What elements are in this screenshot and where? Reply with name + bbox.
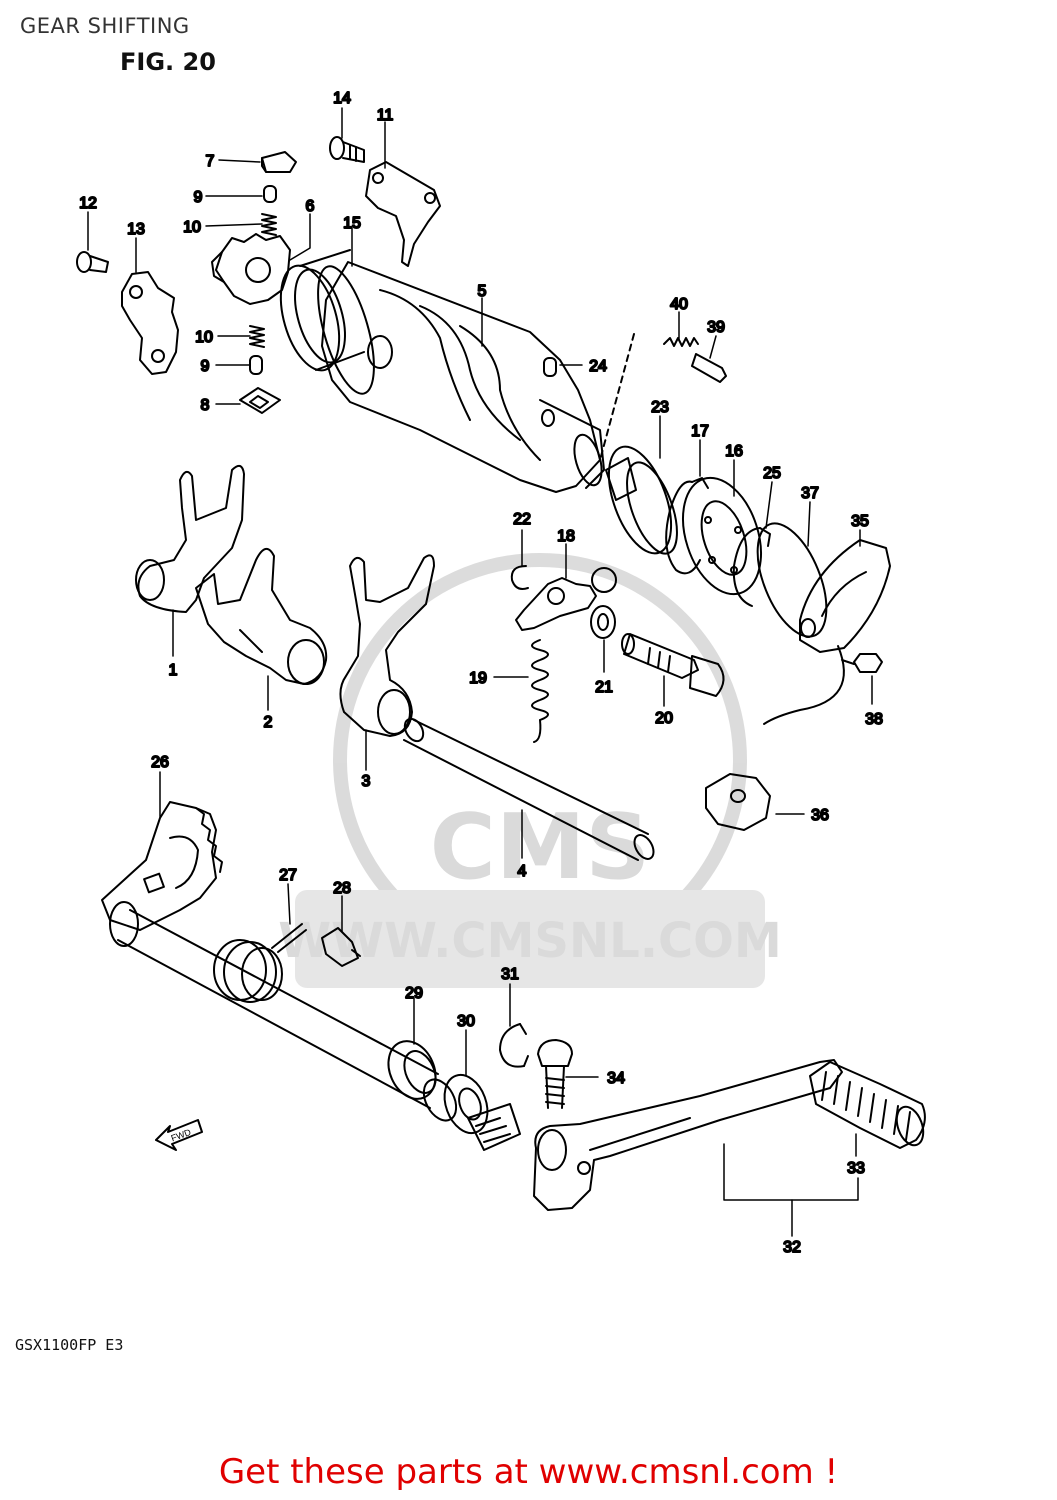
watermark-url-band: [295, 890, 765, 988]
part-21-washer: [590, 605, 616, 639]
part-39-plunger-pin: [691, 353, 727, 383]
part-1-shift-fork: [135, 464, 245, 613]
part-25-circlip: [732, 527, 771, 607]
callout-7: 7: [206, 153, 215, 170]
part-38-bolt: [841, 653, 883, 673]
callout-5: 5: [478, 283, 487, 300]
callout-35: 35: [851, 513, 869, 530]
watermark: CMS WWW.CMSNL.COM: [278, 553, 782, 988]
page-title: GEAR SHIFTING: [20, 14, 190, 38]
callout-25: 25: [763, 465, 781, 482]
part-17-circlip: [665, 477, 709, 575]
callout-9-lower: 9: [201, 358, 210, 375]
part-3-shift-fork: [339, 554, 435, 737]
part-11-stopper-plate: [365, 161, 441, 267]
part-32-gearshift-lever: [533, 1059, 843, 1211]
part-10-spring-lower: [249, 325, 265, 348]
callout-20: 20: [655, 710, 673, 727]
callout-12: 12: [79, 195, 97, 212]
model-code: GSX1100FP E3: [15, 1336, 124, 1354]
callout-23: 23: [651, 399, 669, 416]
callout-13: 13: [127, 221, 145, 238]
callout-19: 19: [469, 670, 487, 687]
callout-16: 16: [725, 443, 743, 460]
callout-3: 3: [362, 773, 371, 790]
callout-29: 29: [405, 985, 423, 1002]
callout-34: 34: [607, 1070, 625, 1087]
callout-24: 24: [589, 358, 607, 375]
callout-15: 15: [343, 215, 361, 232]
part-29-oil-seal: [387, 1040, 437, 1100]
callout-27: 27: [279, 867, 297, 884]
part-37-o-ring: [756, 522, 828, 638]
part-8-holder: [239, 387, 281, 414]
callout-17: 17: [691, 423, 709, 440]
part-4-fork-shaft: [403, 717, 655, 861]
callout-2: 2: [264, 714, 273, 731]
part-9-pin-upper: [263, 185, 277, 203]
part-15-bearing-ring: [279, 249, 365, 372]
cta-link[interactable]: Get these parts at www.cmsnl.com !: [218, 1452, 839, 1492]
part-34-bolt: [537, 1039, 573, 1109]
part-2-shift-fork: [195, 548, 328, 685]
leader-lines: [87, 107, 873, 1237]
callout-31: 31: [501, 966, 519, 983]
callout-9-upper: 9: [194, 189, 203, 206]
callout-38: 38: [865, 711, 883, 728]
part-12-screw: [76, 251, 109, 273]
callout-6: 6: [306, 198, 315, 215]
part-24-pin: [543, 357, 557, 377]
callout-10-upper: 10: [183, 219, 201, 236]
fwd-arrow: FWD: [155, 1119, 203, 1151]
part-10-spring-upper: [261, 213, 277, 236]
callout-37: 37: [801, 485, 819, 502]
callout-39: 39: [707, 319, 725, 336]
callout-32: 32: [783, 1239, 801, 1256]
callout-8: 8: [201, 397, 210, 414]
part-13-cam-lever: [121, 271, 179, 375]
callout-28: 28: [333, 880, 351, 897]
callout-4: 4: [518, 863, 527, 880]
part-30-washer: [443, 1073, 489, 1135]
part-9-pin-lower: [249, 355, 263, 375]
part-33-pedal-rubber: [809, 1061, 926, 1149]
callout-36: 36: [811, 807, 829, 824]
part-5-cam-drum: [317, 261, 605, 493]
part-14-bolt: [329, 136, 365, 163]
callout-10-lower: 10: [195, 329, 213, 346]
callout-26: 26: [151, 754, 169, 771]
part-19-spring: [531, 639, 549, 743]
callout-14: 14: [333, 90, 351, 107]
callout-18: 18: [557, 528, 575, 545]
callout-30: 30: [457, 1013, 475, 1030]
part-7-plate: [261, 151, 297, 173]
watermark-url-text: WWW.CMSNL.COM: [278, 913, 782, 969]
part-18-stopper-arm: [515, 567, 617, 631]
callout-21: 21: [595, 679, 613, 696]
callout-11: 11: [377, 107, 394, 124]
part-22-clip: [510, 565, 529, 590]
part-26-gearshift-arm: [101, 801, 223, 931]
callout-1: 1: [169, 662, 178, 679]
part-40-spring: [663, 337, 699, 347]
callout-labels: 14 11 7 9 10 6 15 12 13 10 9 8 5 24 40 3…: [78, 89, 884, 1257]
part-27-return-spring: [213, 923, 307, 1003]
guide-line-40: [599, 333, 635, 461]
part-28-spring-stopper: [321, 927, 361, 967]
part-36-cap: [705, 773, 771, 831]
part-35-end-cover: [763, 539, 891, 725]
part-31-circlip: [499, 1023, 529, 1068]
figure-label: FIG. 20: [120, 48, 216, 76]
callout-33: 33: [847, 1160, 865, 1177]
part-6-cam-star: [211, 233, 291, 305]
callout-22: 22: [513, 511, 531, 528]
shaft-splined-end: [467, 1103, 521, 1151]
part-20-pivot-bolt: [621, 633, 725, 697]
callout-40: 40: [670, 296, 688, 313]
